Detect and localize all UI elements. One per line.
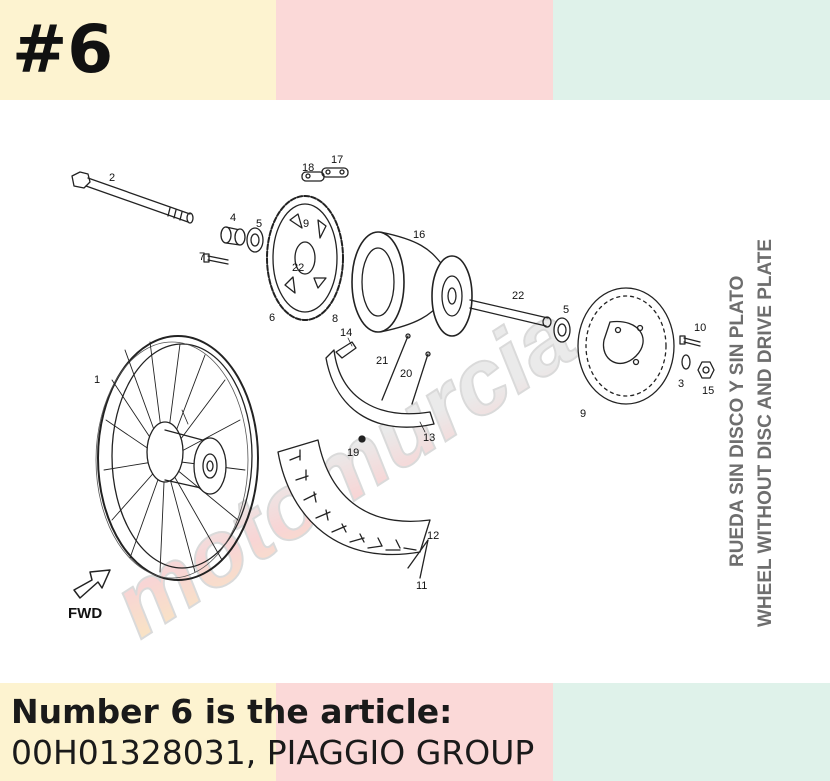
article-reference: 00H01328031, PIAGGIO GROUP bbox=[11, 733, 534, 773]
part-label-2: 2 bbox=[109, 172, 115, 184]
sprocket-part-6 bbox=[266, 195, 344, 321]
part-label-11: 11 bbox=[416, 580, 427, 592]
article-number[interactable]: 00H01328031 bbox=[11, 733, 246, 772]
part-label-7: 7 bbox=[199, 251, 205, 263]
header-band-pink bbox=[276, 0, 553, 100]
axle-part-2 bbox=[71, 171, 194, 224]
part-label-22-left: 22 bbox=[292, 262, 304, 274]
part-label-6: 6 bbox=[269, 312, 275, 324]
position-tag: #6 bbox=[12, 11, 114, 88]
part-label-20: 20 bbox=[400, 368, 412, 380]
part-label-5-left: 5 bbox=[256, 218, 262, 230]
part-label-16: 16 bbox=[413, 229, 425, 241]
part-label-8: 8 bbox=[332, 313, 338, 325]
part-label-1: 1 bbox=[94, 374, 100, 386]
part-label-5-right: 5 bbox=[563, 304, 569, 316]
side-caption-english: WHEEL WITHOUT DISC AND DRIVE PLATE bbox=[755, 239, 776, 627]
header-band-mint bbox=[553, 0, 830, 100]
bolt-part-10 bbox=[679, 335, 701, 347]
footer-band-mint bbox=[553, 683, 830, 781]
screw-part-19 bbox=[358, 435, 366, 443]
rim-strip-part-14-13 bbox=[325, 341, 435, 428]
part-label-17: 17 bbox=[331, 154, 343, 166]
part-label-18: 18 bbox=[302, 162, 314, 174]
spacer-part-4 bbox=[220, 226, 246, 246]
article-heading: Number 6 is the article: bbox=[11, 692, 453, 731]
part-label-10: 10 bbox=[694, 322, 706, 334]
tire-parts-11-12 bbox=[277, 439, 431, 579]
exploded-parts-diagram: motomurcia bbox=[68, 154, 776, 658]
bearing-part-5-left bbox=[246, 227, 264, 253]
header-band bbox=[0, 0, 830, 100]
part-label-22-right: 22 bbox=[512, 290, 524, 302]
tube-part-22-right bbox=[469, 299, 552, 328]
part-label-13: 13 bbox=[423, 432, 435, 444]
part-label-9-right: 9 bbox=[580, 408, 586, 420]
wheel-part-1 bbox=[95, 335, 259, 581]
fwd-arrow-icon bbox=[73, 569, 111, 599]
washer-part-3 bbox=[681, 354, 691, 370]
hub-part-16 bbox=[351, 231, 473, 337]
side-caption-spanish: RUEDA SIN DISCO Y SIN PLATO bbox=[727, 276, 748, 567]
article-manufacturer: , PIAGGIO GROUP bbox=[245, 733, 535, 772]
footer-band bbox=[0, 683, 830, 781]
part-label-4: 4 bbox=[230, 212, 236, 224]
fwd-label: FWD bbox=[68, 605, 102, 622]
bolt-part-7 bbox=[203, 253, 229, 265]
bearing-part-5-right bbox=[553, 317, 571, 343]
brake-disc-part-9 bbox=[577, 287, 675, 405]
leader-lines bbox=[181, 337, 426, 433]
part-label-21: 21 bbox=[376, 355, 388, 367]
part-label-15: 15 bbox=[702, 385, 714, 397]
chain-link-parts-17-18 bbox=[301, 167, 349, 182]
part-label-9-left: 9 bbox=[303, 218, 309, 230]
header-band-yellow bbox=[0, 0, 276, 100]
part-label-19: 19 bbox=[347, 447, 359, 459]
footer-band-yellow bbox=[0, 683, 276, 781]
part-label-3: 3 bbox=[678, 378, 684, 390]
part-number-labels: 1 2 3 4 5 5 6 7 8 9 9 10 11 12 13 14 15 … bbox=[94, 154, 714, 592]
part-label-12: 12 bbox=[427, 530, 439, 542]
nut-part-15 bbox=[697, 361, 715, 379]
footer-band-pink bbox=[276, 683, 553, 781]
spoke-parts-20-21 bbox=[381, 333, 431, 405]
part-label-14: 14 bbox=[340, 327, 352, 339]
